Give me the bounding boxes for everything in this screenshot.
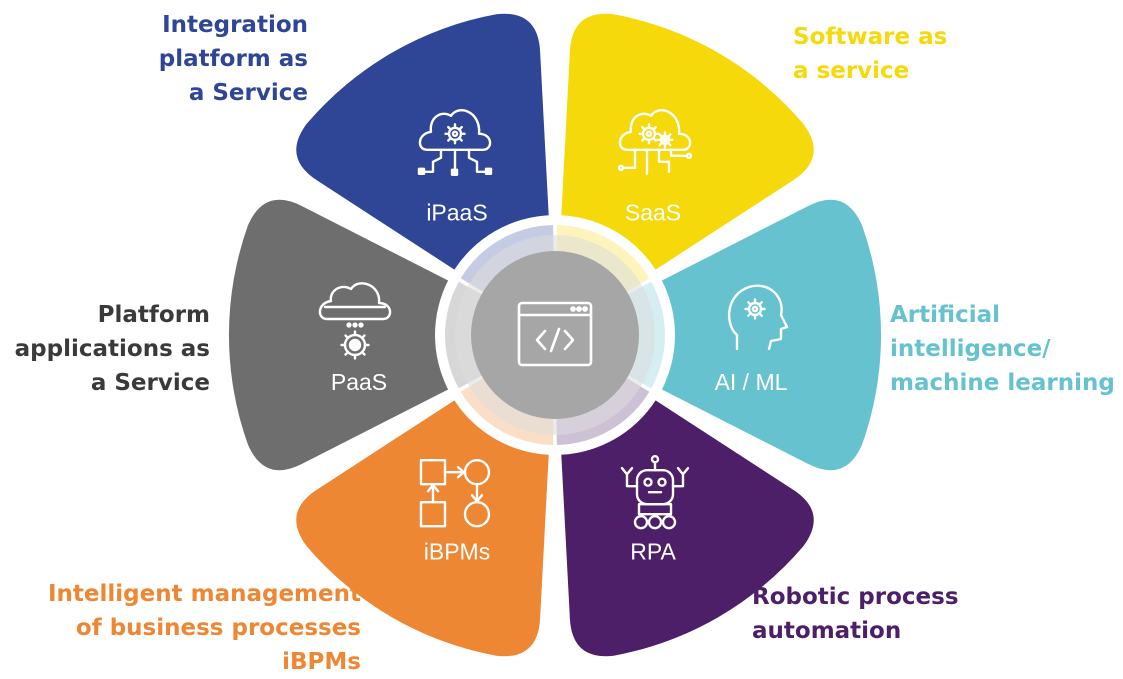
hub-circle xyxy=(471,251,639,419)
ibpms-label: iBPMs xyxy=(424,539,490,565)
rpa-label: RPA xyxy=(630,539,676,565)
ipaas-segment xyxy=(296,13,549,270)
cloud-gear-circuit-icon xyxy=(617,109,693,176)
ibpms-description: Intelligent management of business proce… xyxy=(48,581,361,675)
saas-description: Software as a service xyxy=(793,24,948,84)
ai-description: Artificial intelligence/ machine learnin… xyxy=(890,302,1115,396)
process-flow-icon xyxy=(419,459,491,528)
robot-icon xyxy=(620,455,690,530)
cloud-gear-network-icon xyxy=(417,109,493,177)
head-gear-icon xyxy=(727,284,789,351)
code-window-icon xyxy=(517,301,593,367)
paas-label: PaaS xyxy=(331,369,387,395)
rpa-segment xyxy=(561,400,814,657)
cloud-gear-platform-icon xyxy=(318,282,392,360)
saas-segment xyxy=(561,13,814,270)
paas-segment xyxy=(228,199,449,471)
rpa-description: Robotic process automation xyxy=(752,584,959,644)
paas-description: Platform applications as a Service xyxy=(14,302,210,396)
ipaas-description: Integration platform as a Service xyxy=(158,12,308,106)
saas-label: SaaS xyxy=(625,199,681,225)
ipaas-label: iPaaS xyxy=(426,199,487,225)
ai-segment xyxy=(661,199,882,471)
ai-label: AI / ML xyxy=(715,369,788,395)
